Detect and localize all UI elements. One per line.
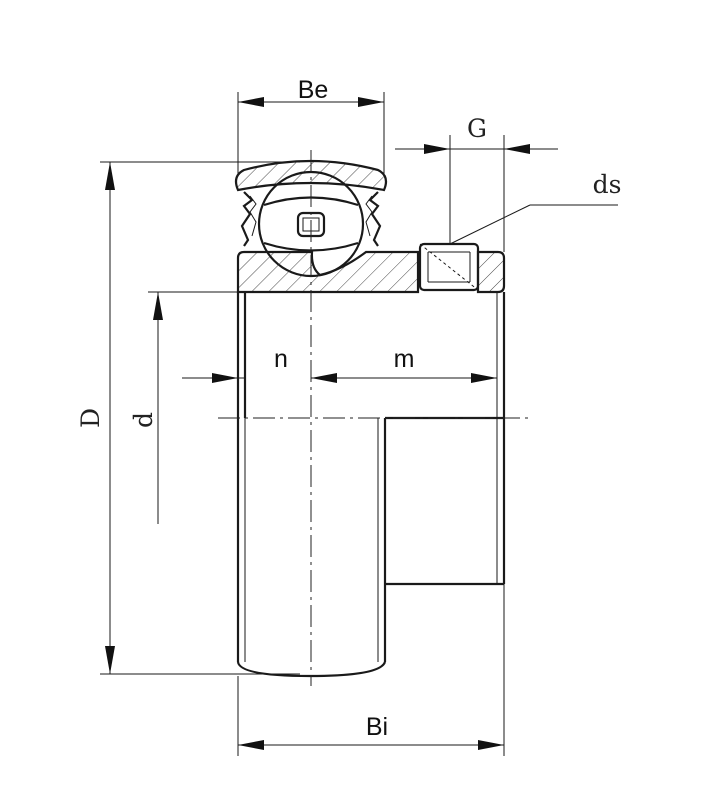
outer-ring-section <box>234 159 388 192</box>
label-bi: Bi <box>366 713 388 741</box>
seal-left <box>240 191 257 247</box>
label-d-bore: d <box>129 412 158 428</box>
extension-lines <box>100 92 505 756</box>
dimension-bi: Bi <box>238 713 504 750</box>
inner-ring-section <box>236 250 506 294</box>
dimension-d-outer: D <box>76 162 115 674</box>
dimension-n: n <box>182 345 288 383</box>
label-be: Be <box>298 76 329 104</box>
dimension-be: Be <box>238 76 384 107</box>
set-screw <box>418 242 480 292</box>
dimension-ds: ds <box>449 170 622 245</box>
label-ds: ds <box>593 170 622 199</box>
label-d-outer: D <box>76 408 105 428</box>
dimension-m: m <box>311 345 497 383</box>
dimension-g: G <box>395 114 558 154</box>
label-m: m <box>394 345 415 373</box>
dimension-d-bore: d <box>129 292 163 524</box>
seal-right <box>365 191 382 247</box>
label-n: n <box>274 345 288 373</box>
label-g: G <box>467 114 487 143</box>
center-lines <box>218 150 528 686</box>
